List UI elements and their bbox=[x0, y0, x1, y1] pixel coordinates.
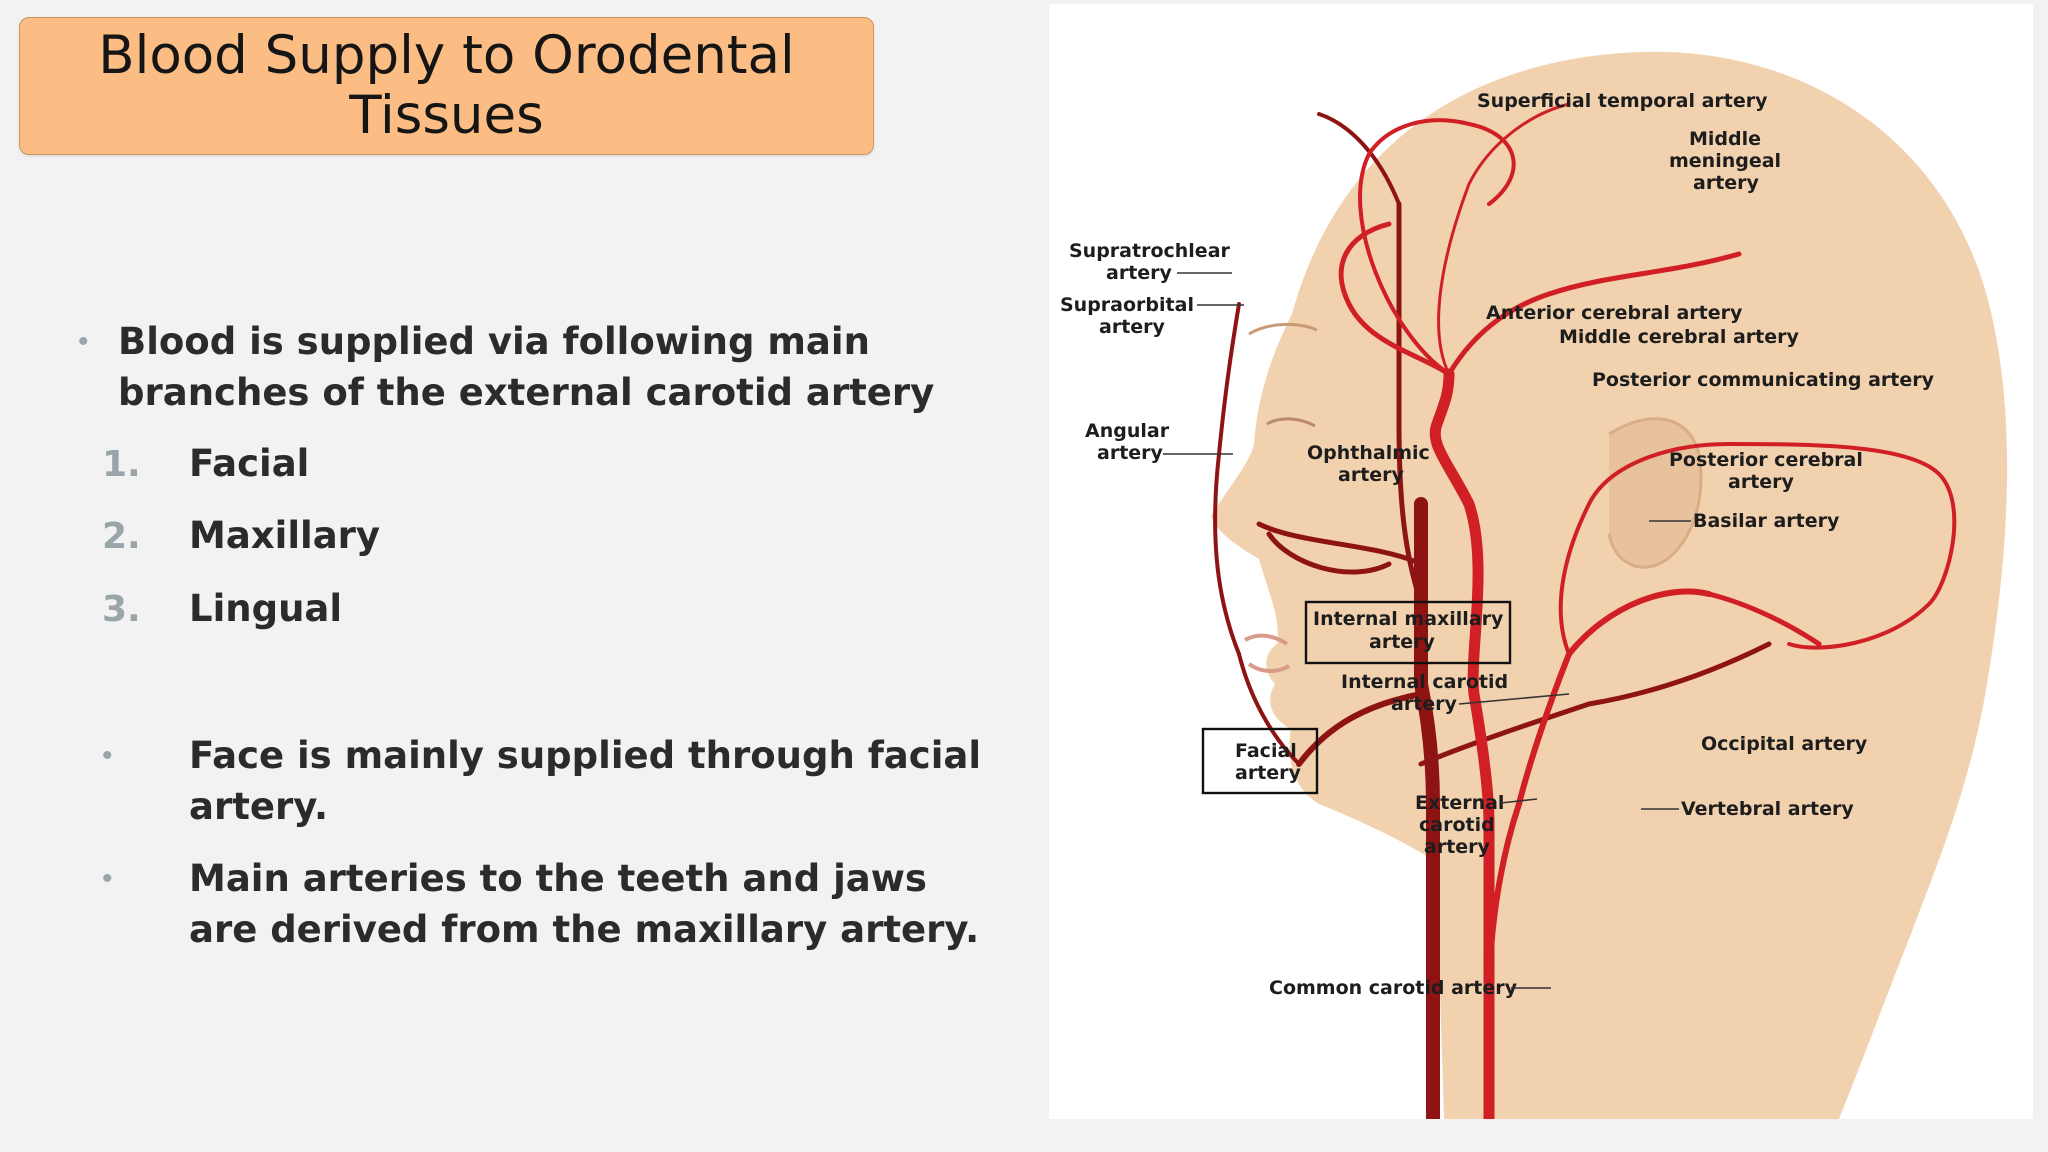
eyebrow-shape bbox=[1248, 322, 1318, 336]
slide-title-line-2: Tissues bbox=[349, 85, 544, 146]
label-angular: Angular bbox=[1085, 420, 1170, 442]
label-superficial-temporal: Superficial temporal artery bbox=[1477, 90, 1768, 112]
label-supraorbital: Supraorbital bbox=[1060, 294, 1194, 316]
leader-line bbox=[1458, 693, 1570, 705]
point-1-line-1: Face is mainly supplied through facial bbox=[189, 734, 982, 777]
branch-number: 3. bbox=[102, 589, 141, 630]
label-posterior-cerebral: Posterior cerebral bbox=[1669, 449, 1863, 471]
label-internal-maxillary: artery bbox=[1369, 631, 1436, 653]
label-internal-carotid: Internal carotid bbox=[1341, 671, 1508, 693]
label-middle-meningeal: meningeal bbox=[1669, 150, 1781, 172]
eye-shape bbox=[1266, 417, 1316, 428]
label-internal-carotid: artery bbox=[1391, 693, 1458, 715]
lips-shape bbox=[1244, 633, 1291, 673]
bullet-dot-icon: • bbox=[78, 325, 89, 358]
slide-title-box: Blood Supply to Orodental Tissues bbox=[19, 17, 874, 155]
head-arteries-svg: Superficial temporal artery Middle menin… bbox=[1060, 51, 2008, 1119]
slide-title-line-1: Blood Supply to Orodental bbox=[98, 25, 795, 86]
head-silhouette bbox=[1211, 51, 2008, 1119]
diagram-labels: Superficial temporal artery Middle menin… bbox=[1060, 90, 1935, 999]
label-occipital: Occipital artery bbox=[1701, 733, 1868, 755]
leader-line bbox=[1500, 798, 1538, 804]
label-anterior-cerebral: Anterior cerebral artery bbox=[1486, 302, 1743, 324]
head-arteries-diagram: Superficial temporal artery Middle menin… bbox=[1049, 4, 2033, 1119]
label-facial: artery bbox=[1235, 762, 1302, 784]
label-middle-meningeal: artery bbox=[1693, 172, 1760, 194]
label-middle-meningeal: Middle bbox=[1689, 128, 1761, 150]
point-1-line-2: artery. bbox=[189, 785, 329, 828]
bullet-dot-icon: • bbox=[102, 862, 113, 895]
label-external-carotid: carotid bbox=[1419, 814, 1495, 836]
branch-label-lingual: Lingual bbox=[189, 587, 343, 630]
label-supraorbital: artery bbox=[1099, 316, 1166, 338]
label-middle-cerebral: Middle cerebral artery bbox=[1559, 326, 1799, 348]
label-posterior-cerebral: artery bbox=[1728, 471, 1795, 493]
point-2-line-2: are derived from the maxillary artery. bbox=[189, 908, 980, 951]
ear-shape bbox=[1607, 417, 1703, 569]
branch-number: 2. bbox=[102, 516, 141, 557]
intro-line-1: Blood is supplied via following main bbox=[118, 320, 870, 363]
label-vertebral: Vertebral artery bbox=[1681, 798, 1854, 820]
branch-label-maxillary: Maxillary bbox=[189, 514, 381, 557]
label-angular: artery bbox=[1097, 442, 1164, 464]
point-2-line-1: Main arteries to the teeth and jaws bbox=[189, 857, 927, 900]
bullet-dot-icon: • bbox=[102, 739, 113, 772]
label-ophthalmic: Ophthalmic bbox=[1307, 442, 1430, 464]
branch-label-facial: Facial bbox=[189, 442, 310, 485]
label-external-carotid: artery bbox=[1424, 836, 1491, 858]
intro-line-2: branches of the external carotid artery bbox=[118, 371, 935, 414]
label-internal-maxillary: Internal maxillary bbox=[1313, 608, 1504, 630]
label-facial: Facial bbox=[1235, 740, 1297, 762]
artery-network-bright bbox=[1338, 102, 1957, 1119]
label-common-carotid: Common carotid artery bbox=[1269, 977, 1518, 999]
label-supratrochlear: Supratrochlear bbox=[1069, 240, 1231, 262]
artery-network-dark bbox=[1213, 112, 1772, 1119]
highlight-box-facial bbox=[1201, 727, 1319, 795]
label-ophthalmic: artery bbox=[1338, 464, 1405, 486]
label-supratrochlear: artery bbox=[1106, 262, 1173, 284]
label-basilar: Basilar artery bbox=[1693, 510, 1840, 532]
highlight-box-internal-maxillary bbox=[1304, 600, 1512, 665]
label-external-carotid: External bbox=[1415, 792, 1504, 814]
branch-number: 1. bbox=[102, 444, 141, 485]
label-posterior-communicating: Posterior communicating artery bbox=[1592, 369, 1935, 391]
